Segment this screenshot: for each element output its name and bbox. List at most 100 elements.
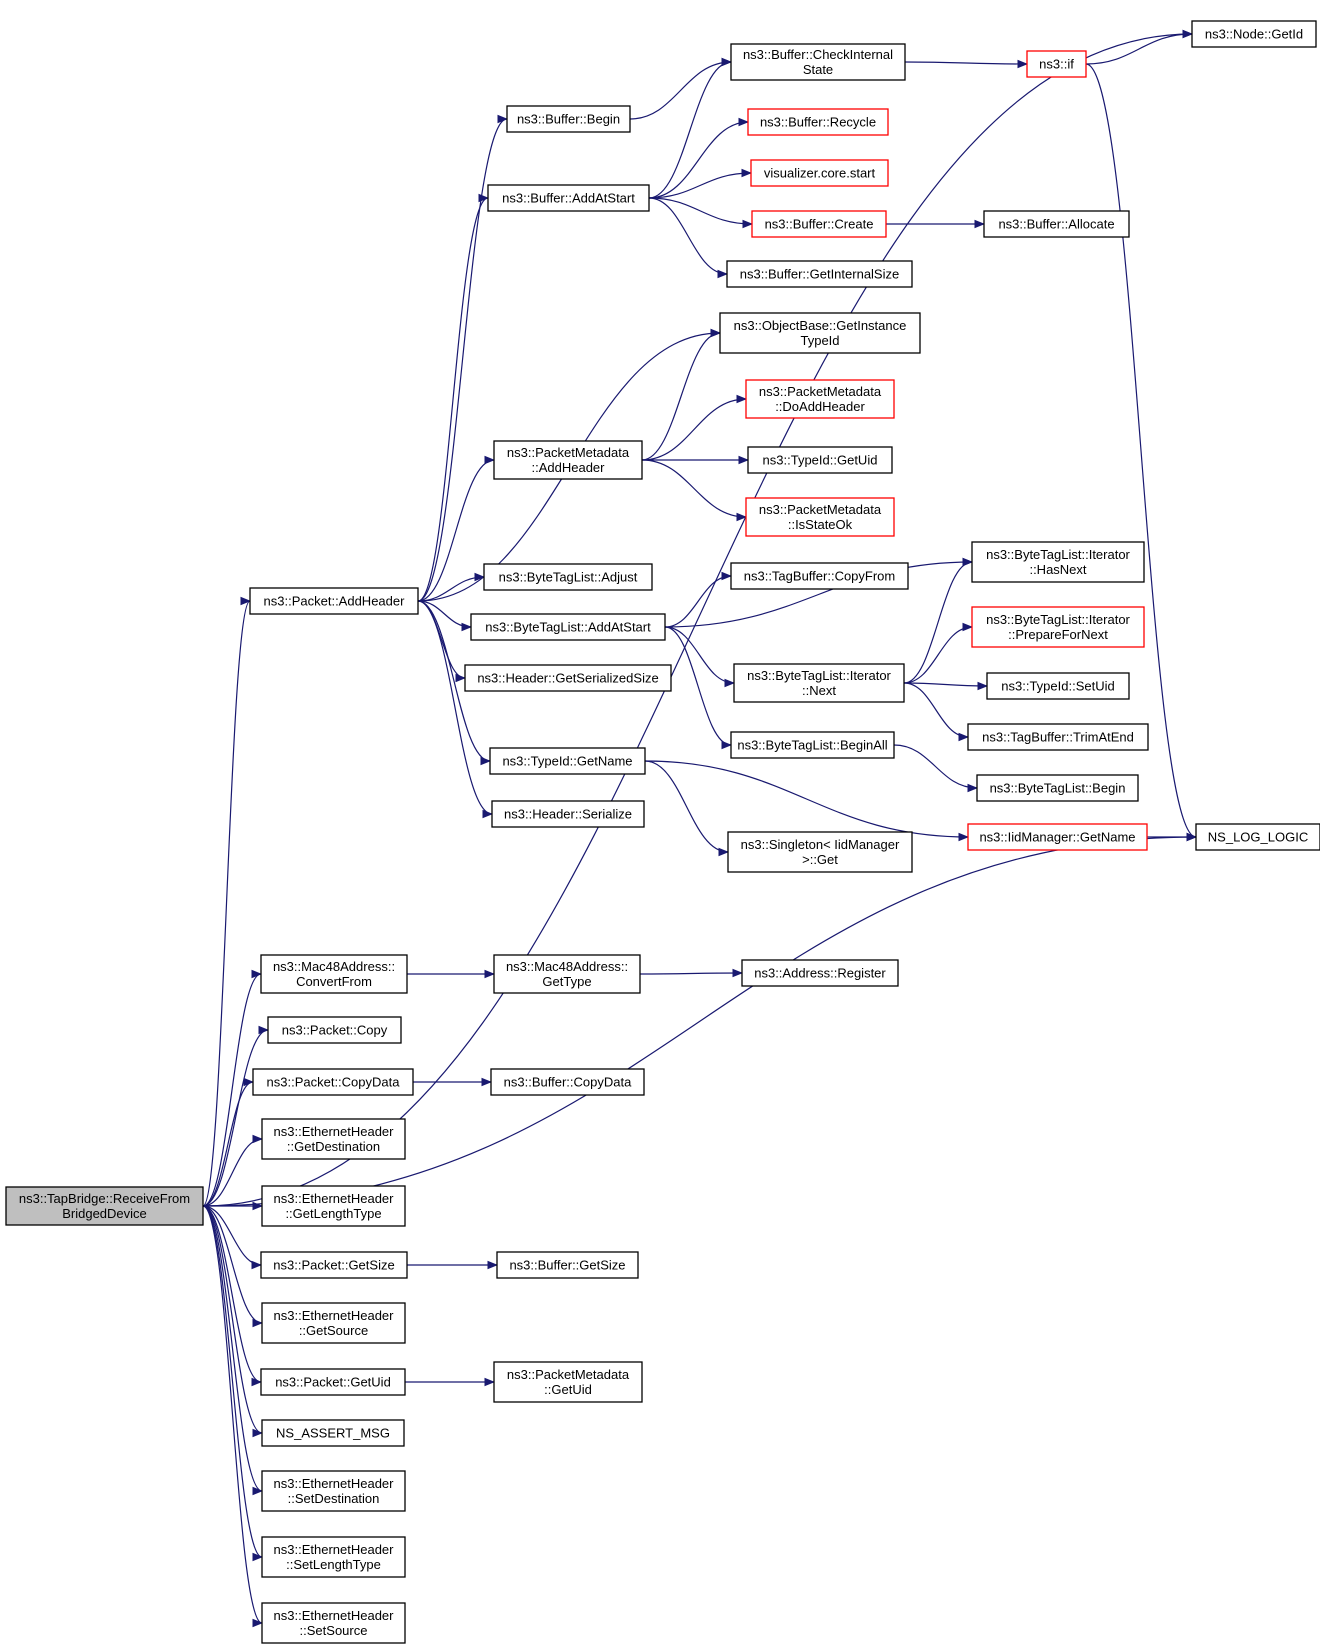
node-pmGetUid[interactable]: ns3::PacketMetadata::GetUid [493, 1361, 643, 1403]
node-addHeader[interactable]: ns3::Packet::AddHeader [249, 587, 419, 615]
nodes-layer: ns3::TapBridge::ReceiveFromBridgedDevice… [5, 20, 1320, 1644]
node-btlAdjust[interactable]: ns3::ByteTagList::Adjust [483, 563, 653, 591]
edge-root-to-pktGetSize [202, 1205, 263, 1270]
node-box [493, 440, 643, 480]
node-box [5, 1186, 204, 1226]
node-box [750, 159, 889, 187]
node-btlItPrepare[interactable]: ns3::ByteTagList::Iterator::PrepareForNe… [971, 606, 1145, 648]
node-label-line: ns3::EthernetHeader [274, 1191, 395, 1206]
node-nsLogLogic[interactable]: NS_LOG_LOGIC [1195, 823, 1320, 851]
node-label-line: ns3::Buffer::Allocate [998, 217, 1114, 232]
node-tagBufCopyFrom[interactable]: ns3::TagBuffer::CopyFrom [730, 562, 909, 590]
node-label-line: ns3::PacketMetadata [507, 1367, 630, 1382]
edge-addHeader-to-typeIdGetName [417, 600, 492, 766]
node-typeIdSetUid[interactable]: ns3::TypeId::SetUid [986, 672, 1130, 700]
node-bufBegin[interactable]: ns3::Buffer::Begin [506, 105, 631, 133]
node-bufGetSize[interactable]: ns3::Buffer::GetSize [496, 1251, 639, 1279]
edge-btlAddAtStart-to-tagBufCopyFrom [664, 571, 733, 628]
node-label-line: ns3::ByteTagList::Iterator [986, 547, 1130, 562]
node-box [726, 260, 913, 288]
node-label-line: ::IsStateOk [788, 517, 853, 532]
edge-root-to-ethGetDest [202, 1134, 264, 1207]
node-macGetType[interactable]: ns3::Mac48Address::GetType [493, 954, 641, 994]
node-typeIdGetName[interactable]: ns3::TypeId::GetName [489, 747, 646, 775]
node-box [745, 379, 895, 419]
edge-root-to-pktCopy [202, 1025, 270, 1207]
node-ethSetLen[interactable]: ns3::EthernetHeader::SetLengthType [261, 1536, 406, 1578]
node-box [730, 731, 895, 759]
node-box [261, 1118, 406, 1160]
node-bufAllocate[interactable]: ns3::Buffer::Allocate [983, 210, 1130, 238]
node-box [490, 1068, 645, 1096]
node-bufCreate[interactable]: ns3::Buffer::Create [751, 210, 887, 238]
node-box [261, 1419, 405, 1447]
node-label-line: ns3::EthernetHeader [274, 1542, 395, 1557]
node-macConvert[interactable]: ns3::Mac48Address::ConvertFrom [260, 954, 408, 994]
node-pktGetSize[interactable]: ns3::Packet::GetSize [260, 1251, 408, 1279]
node-label-line: ns3::ByteTagList::Adjust [499, 570, 638, 585]
edge-typeIdGetName-to-singleton [644, 760, 730, 857]
node-btlBegin[interactable]: ns3::ByteTagList::Begin [976, 774, 1139, 802]
node-ethSetSrc[interactable]: ns3::EthernetHeader::SetSource [261, 1602, 406, 1644]
node-box [971, 541, 1145, 583]
node-box [483, 563, 653, 591]
node-pmDoAdd[interactable]: ns3::PacketMetadata::DoAddHeader [745, 379, 895, 419]
node-label-line: ns3::Packet::GetUid [275, 1375, 391, 1390]
edge-bufAddAtStart-to-bufInternalSize [648, 197, 729, 279]
node-pktCopyData[interactable]: ns3::Packet::CopyData [252, 1068, 414, 1096]
edge-root-to-ethSetLen [202, 1205, 264, 1562]
node-hdrSerialize[interactable]: ns3::Header::Serialize [491, 800, 645, 828]
node-label-line: ::SetLengthType [286, 1557, 381, 1572]
node-nsAssert[interactable]: NS_ASSERT_MSG [261, 1419, 405, 1447]
edge-pmAddHeader-to-pmDoAdd [641, 394, 748, 461]
node-pktGetUid[interactable]: ns3::Packet::GetUid [260, 1368, 406, 1396]
edge-btlItNext-to-tagBufTrim [903, 682, 970, 742]
node-btlItHasNext[interactable]: ns3::ByteTagList::Iterator::HasNext [971, 541, 1145, 583]
node-box [267, 1016, 402, 1044]
node-box [967, 723, 1149, 751]
node-label-line: ::GetSource [299, 1323, 368, 1338]
node-addrRegister[interactable]: ns3::Address::Register [741, 959, 899, 987]
node-typeIdGetUid[interactable]: ns3::TypeId::GetUid [747, 446, 893, 474]
node-label-line: GetType [542, 974, 591, 989]
node-box [487, 184, 650, 212]
node-bufCopyData[interactable]: ns3::Buffer::CopyData [490, 1068, 645, 1096]
node-box [252, 1068, 414, 1096]
edge-bufAddAtStart-to-bufCreate [648, 197, 754, 229]
node-btlBeginAll[interactable]: ns3::ByteTagList::BeginAll [730, 731, 895, 759]
edge-addHeader-to-bufAddAtStart [417, 193, 490, 602]
node-ethGetSrc[interactable]: ns3::EthernetHeader::GetSource [261, 1302, 406, 1344]
node-ethSetDest[interactable]: ns3::EthernetHeader::SetDestination [261, 1470, 406, 1512]
node-bufInternalSize[interactable]: ns3::Buffer::GetInternalSize [726, 260, 913, 288]
node-bufAddAtStart[interactable]: ns3::Buffer::AddAtStart [487, 184, 650, 212]
node-tagBufTrim[interactable]: ns3::TagBuffer::TrimAtEnd [967, 723, 1149, 751]
node-ns3if[interactable]: ns3::if [1026, 50, 1087, 78]
node-iidGetName[interactable]: ns3::IidManager::GetName [967, 823, 1148, 851]
node-box [983, 210, 1130, 238]
node-hdrSerSize[interactable]: ns3::Header::GetSerializedSize [464, 664, 672, 692]
node-label-line: ns3::EthernetHeader [274, 1476, 395, 1491]
node-label-line: TypeId [800, 333, 839, 348]
node-pmIsStateOk[interactable]: ns3::PacketMetadata::IsStateOk [745, 497, 895, 537]
node-ethGetDest[interactable]: ns3::EthernetHeader::GetDestination [261, 1118, 406, 1160]
node-pmAddHeader[interactable]: ns3::PacketMetadata::AddHeader [493, 440, 643, 480]
node-box [976, 774, 1139, 802]
node-singleton[interactable]: ns3::Singleton< IidManager>::Get [727, 831, 913, 873]
node-box [261, 1185, 406, 1227]
node-nodeGetId[interactable]: ns3::Node::GetId [1191, 20, 1317, 48]
node-box [741, 959, 899, 987]
node-btlItNext[interactable]: ns3::ByteTagList::Iterator::Next [733, 663, 905, 703]
edge-root-to-nsAssert [202, 1205, 264, 1438]
node-pktCopy[interactable]: ns3::Packet::Copy [267, 1016, 402, 1044]
node-bufRecycle[interactable]: ns3::Buffer::Recycle [747, 108, 889, 136]
edge-addHeader-to-hdrSerialize [417, 600, 494, 819]
node-vizStart[interactable]: visualizer.core.start [750, 159, 889, 187]
node-ethGetLen[interactable]: ns3::EthernetHeader::GetLengthType [261, 1185, 406, 1227]
node-box [260, 1368, 406, 1396]
node-label-line: NS_ASSERT_MSG [276, 1426, 390, 1441]
node-btlAddAtStart[interactable]: ns3::ByteTagList::AddAtStart [470, 613, 666, 641]
